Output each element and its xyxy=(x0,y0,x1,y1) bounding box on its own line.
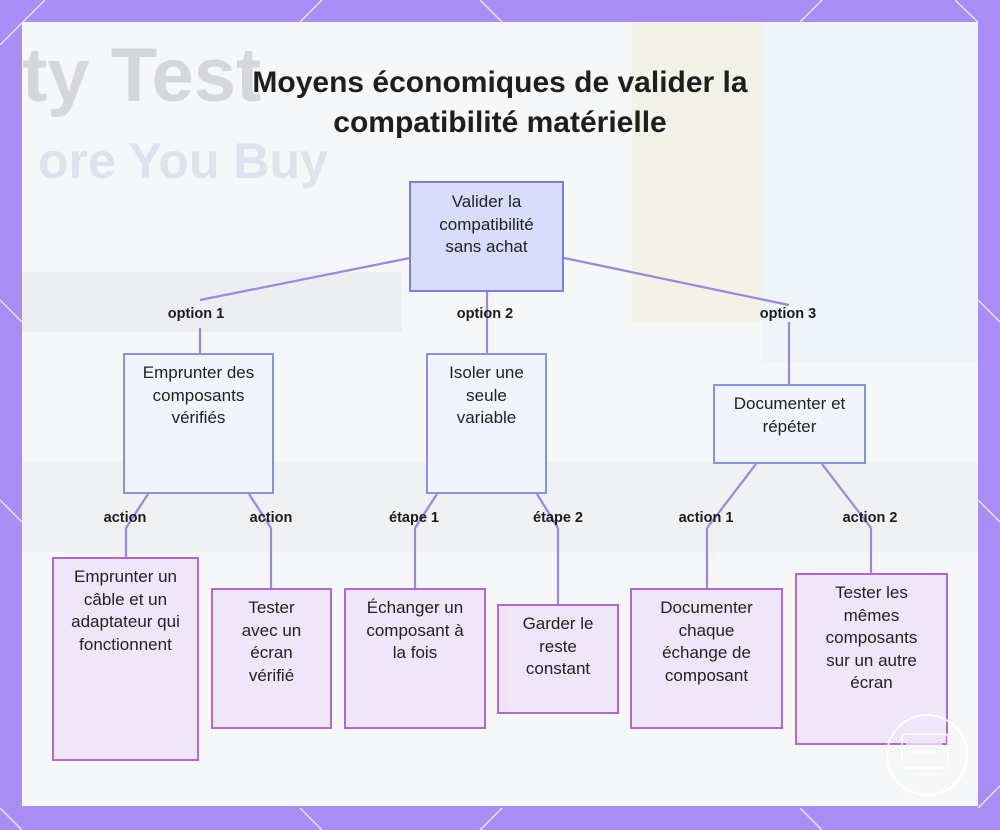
node-root: Valider la compatibilité sans achat xyxy=(409,181,564,292)
edge-label-option2: option 2 xyxy=(457,306,513,322)
node-leaf4-label: Garder le reste constant xyxy=(514,613,602,681)
node-leaf5-label: Documenter chaque échange de composant xyxy=(651,597,763,687)
edge-label-leaf2: action xyxy=(250,510,293,526)
edge-label-leaf4: étape 2 xyxy=(533,510,583,526)
node-leaf1-label: Emprunter un câble et un adaptateur qui … xyxy=(70,566,182,656)
node-leaf6-label: Tester les mêmes composants sur un autre… xyxy=(816,582,928,695)
node-root-label: Valider la compatibilité sans achat xyxy=(429,191,544,259)
node-option2: Isoler une seule variable xyxy=(426,353,547,494)
edge-label-leaf1: action xyxy=(104,510,147,526)
edge-label-leaf6: action 2 xyxy=(843,510,898,526)
edge-label-leaf5: action 1 xyxy=(679,510,734,526)
node-leaf2: Tester avec un écran vérifié xyxy=(211,588,332,729)
node-leaf3-label: Échanger un composant à la fois xyxy=(365,597,465,665)
node-leaf3: Échanger un composant à la fois xyxy=(344,588,486,729)
edge-root-option3 xyxy=(564,258,789,305)
node-option3: Documenter et répéter xyxy=(713,384,866,464)
node-leaf4: Garder le reste constant xyxy=(497,604,619,714)
node-option3-label: Documenter et répéter xyxy=(734,393,846,438)
node-option1: Emprunter des composants vérifiés xyxy=(123,353,274,494)
edge-root-option1 xyxy=(200,258,410,300)
node-option2-label: Isoler une seule variable xyxy=(441,362,533,430)
node-option1-label: Emprunter des composants vérifiés xyxy=(143,362,255,430)
edge-label-option3: option 3 xyxy=(760,306,816,322)
node-leaf2-label: Tester avec un écran vérifié xyxy=(236,597,308,687)
node-leaf1: Emprunter un câble et un adaptateur qui … xyxy=(52,557,199,761)
node-leaf5: Documenter chaque échange de composant xyxy=(630,588,783,729)
edge-label-option1: option 1 xyxy=(168,306,224,322)
watermark-logo-icon xyxy=(884,712,970,798)
edge-label-leaf3: étape 1 xyxy=(389,510,439,526)
